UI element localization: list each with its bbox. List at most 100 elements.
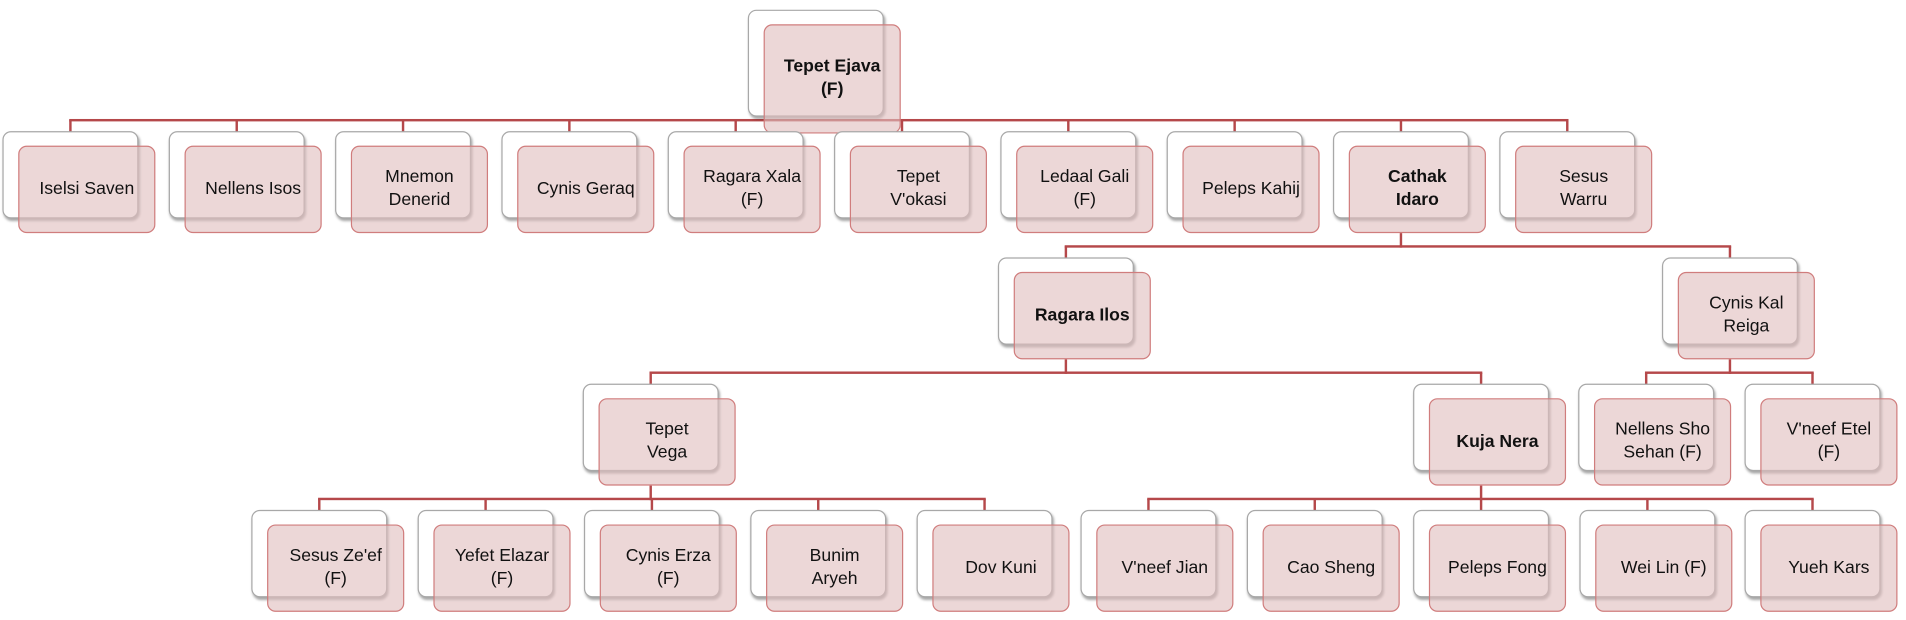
node-label-line: V'neef Etel: [1786, 420, 1872, 440]
connector-line: [484, 498, 487, 512]
node-box[interactable]: Ragara Ilos: [1013, 271, 1151, 360]
connector-line: [1644, 371, 1814, 374]
node-box[interactable]: Peleps Fong: [1428, 524, 1567, 612]
node-label-line: Tepet: [645, 420, 689, 440]
connector-line: [1728, 246, 1732, 259]
node-box[interactable]: Nellens Isos: [184, 145, 322, 234]
node-label-line: Dov Kuni: [965, 557, 1037, 578]
connector-line: [650, 498, 654, 512]
node-label-line: Idaro: [1395, 190, 1439, 211]
connector-line: [1399, 120, 1403, 133]
connector-line: [69, 120, 72, 133]
connector-line: [1644, 372, 1648, 385]
node-label-line: Mnemon: [385, 167, 454, 187]
node-label-line: Denerid: [388, 190, 451, 211]
connector-line: [1728, 359, 1732, 374]
connector-line: [568, 120, 571, 133]
node-box[interactable]: Ledaal Gali (F): [1016, 145, 1154, 234]
connector-line: [983, 498, 986, 512]
node-label-line: Ledaal Gali: [1040, 167, 1130, 187]
node-label-line: Vega: [647, 443, 688, 463]
node-box[interactable]: Iselsi Saven: [18, 145, 156, 234]
node-label-line: Yefet Elazar: [454, 546, 550, 566]
node-label-line: Peleps Kahij: [1202, 179, 1300, 199]
node-label-line: (F): [740, 190, 764, 211]
connector-line: [817, 498, 820, 512]
node-label-line: (F): [820, 80, 844, 100]
node-label-line: V'neef Jian: [1121, 557, 1209, 578]
connector-line: [1147, 498, 1150, 512]
node-box[interactable]: Tepet Ejava (F): [763, 24, 901, 134]
node-box[interactable]: Sesus Ze'ef (F): [267, 524, 405, 612]
node-label-line: Cynis Geraq: [536, 179, 635, 199]
connector-line: [235, 120, 238, 133]
node-label-line: Cynis Kal: [1709, 293, 1784, 314]
connector-line: [1479, 485, 1483, 501]
connector-line: [1064, 359, 1068, 374]
connector-line: [1064, 246, 1068, 259]
connector-line: [649, 371, 1483, 374]
node-label-line: (F): [490, 569, 514, 589]
node-label-line: (F): [324, 569, 347, 589]
connector-line: [1566, 120, 1569, 133]
node-label-line: Peleps Fong: [1448, 557, 1547, 578]
connector-line: [1811, 498, 1814, 512]
node-label-line: (F): [1817, 443, 1841, 463]
node-label-line: Iselsi Saven: [39, 179, 135, 199]
node-label-line: Yueh Kars: [1788, 557, 1870, 578]
connector-line: [1479, 498, 1483, 512]
connector-line: [1233, 120, 1236, 133]
node-label-line: (F): [657, 569, 680, 589]
node-label-line: Warru: [1560, 190, 1608, 211]
node-box[interactable]: V'neef Jian: [1096, 524, 1234, 612]
node-label-line: Cathak: [1387, 167, 1447, 187]
connector-line: [401, 120, 405, 133]
node-box[interactable]: Cao Sheng: [1262, 524, 1400, 612]
node-label-line: Cynis Erza: [625, 546, 711, 566]
node-label-line: Cao Sheng: [1287, 557, 1376, 578]
node-box[interactable]: Cynis Geraq: [517, 145, 655, 234]
node-label-line: V'okasi: [890, 190, 947, 211]
node-box[interactable]: Wei Lin (F): [1595, 524, 1733, 612]
node-box[interactable]: Cynis Erza (F): [599, 524, 737, 612]
connector-line: [1811, 372, 1814, 385]
connector-line: [734, 120, 737, 133]
connector-line: [649, 372, 652, 385]
connector-line: [1479, 372, 1483, 385]
node-label-line: Sesus: [1559, 167, 1609, 187]
node-label-line: Kuja Nera: [1456, 431, 1539, 452]
node-box[interactable]: Yueh Kars: [1760, 524, 1898, 612]
node-label-line: Aryeh: [811, 569, 858, 589]
connector-line: [1399, 233, 1403, 248]
node-label-line: Nellens Sho: [1615, 420, 1711, 440]
connector-line: [1064, 245, 1732, 248]
node-label-line: (F): [1073, 190, 1096, 211]
connector-line: [1313, 498, 1316, 512]
node-box[interactable]: Dov Kuni: [932, 524, 1070, 612]
connector-line: [649, 485, 652, 501]
node-box[interactable]: Yefet Elazar (F): [433, 524, 571, 612]
node-box[interactable]: V'neef Etel (F): [1760, 398, 1898, 486]
node-label-line: Nellens Isos: [205, 179, 302, 199]
connector-line: [900, 120, 904, 133]
node-label-line: Bunim: [809, 546, 860, 566]
node-label-line: Wei Lin (F): [1620, 557, 1707, 578]
node-label-line: Sesus Ze'ef: [289, 546, 382, 566]
node-box[interactable]: Kuja Nera: [1428, 398, 1567, 486]
connector-line: [1646, 498, 1649, 512]
node-label-line: Tepet Ejava: [783, 57, 881, 77]
node-label-line: Ragara Xala: [703, 167, 801, 187]
node-box[interactable]: Ragara Xala (F): [683, 145, 821, 234]
connector-line: [318, 498, 321, 512]
node-label-line: Ragara Ilos: [1034, 305, 1130, 325]
node-box[interactable]: Peleps Kahij: [1182, 145, 1320, 234]
